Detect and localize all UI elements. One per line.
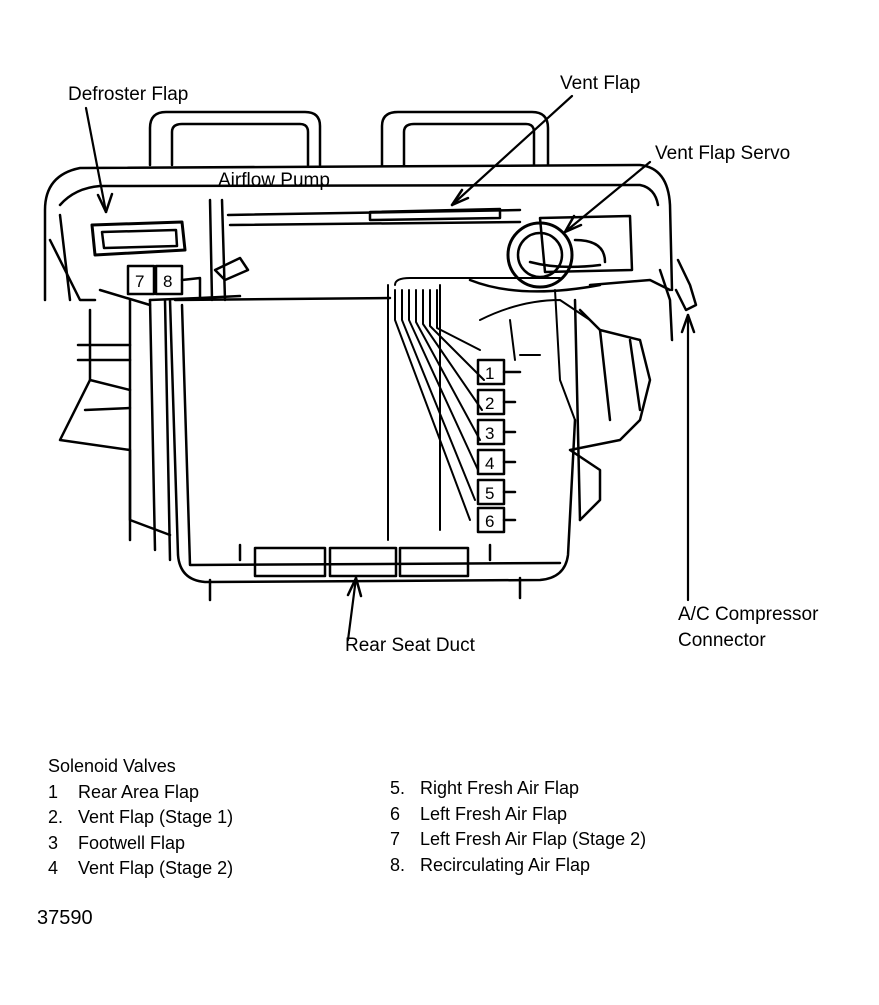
legend-item: 3 Footwell Flap: [48, 831, 233, 857]
ac-connector-shape: [674, 258, 698, 312]
valve-stack: [476, 358, 522, 534]
legend-item: 6 Left Fresh Air Flap: [390, 802, 646, 828]
legend-item-text: Rear Area Flap: [78, 781, 200, 802]
legend-item-number: 2.: [48, 807, 64, 827]
legend-item: 1 Rear Area Flap: [48, 780, 233, 806]
legend-item-text: Right Fresh Air Flap: [420, 778, 580, 798]
legend-left: Solenoid Valves 1 Rear Area Flap 2. Vent…: [48, 754, 233, 882]
label-rear-seat-duct: Rear Seat Duct: [345, 635, 475, 656]
valve-tag-5: 5: [485, 484, 494, 503]
label-ac-compressor: A/C Compressor Connector: [678, 604, 818, 652]
legend-item: 4 Vent Flap (Stage 2): [48, 856, 233, 882]
legend-item-text: Footwell Flap: [78, 832, 186, 853]
arrow-vent-flap: [450, 94, 574, 207]
lower-body: [168, 296, 577, 602]
arrow-defroster-flap: [84, 106, 108, 214]
legend-title: Solenoid Valves: [48, 756, 176, 776]
figure-number: 37590: [37, 907, 93, 929]
left-housing: [58, 288, 172, 562]
legend-item-number: 1: [48, 781, 59, 802]
legend-item-text: Vent Flap (Stage 1): [78, 807, 234, 827]
arrow-vent-flap-servo: [563, 160, 652, 234]
valve-pair-7-8: [126, 256, 250, 302]
label-vent-flap-servo: Vent Flap Servo: [655, 143, 791, 164]
legend-item: 7 Left Fresh Air Flap (Stage 2): [390, 827, 646, 853]
valve-tag-7: 7: [135, 272, 144, 291]
leader-arrows: [84, 94, 696, 642]
legend-right: 5. Right Fresh Air Flap 6 Left Fresh Air…: [390, 776, 646, 878]
valve-tag-2: 2: [485, 394, 494, 413]
label-vent-flap: Vent Flap: [560, 73, 641, 94]
label-ac-compressor-line2: Connector: [678, 630, 766, 651]
legend-item: 2. Vent Flap (Stage 1): [48, 805, 233, 831]
valve-tag-4: 4: [485, 454, 494, 473]
legend-item-number: 3: [48, 832, 59, 853]
legend-item-text: Left Fresh Air Flap (Stage 2): [420, 829, 647, 849]
valve-tag-8: 8: [163, 272, 172, 291]
arrow-rear-seat-duct: [346, 576, 358, 642]
legend-item: 8. Recirculating Air Flap: [390, 853, 646, 879]
label-ac-compressor-line1: A/C Compressor: [678, 604, 819, 625]
label-defroster-flap: Defroster Flap: [68, 84, 189, 105]
legend-item-text: Left Fresh Air Flap: [420, 803, 568, 824]
legend-item-number: 8.: [390, 854, 406, 875]
legend-item-text: Vent Flap (Stage 2): [78, 858, 234, 878]
vacuum-tubes: [387, 277, 591, 541]
valve-tag-6: 6: [485, 512, 494, 531]
valve-tag-3: 3: [485, 424, 494, 443]
legend-item: 5. Right Fresh Air Flap: [390, 776, 646, 802]
label-airflow-pump: Airflow Pump: [218, 170, 330, 191]
valve-tag-1: 1: [485, 364, 494, 383]
legend-item-number: 6: [390, 803, 401, 824]
defroster-flap-shape: [48, 198, 227, 302]
legend-item-number: 5.: [390, 778, 406, 798]
upper-housing: [43, 110, 674, 302]
valve-tags: 1 2 3 4 5 6 7 8: [135, 272, 494, 531]
legend-item-number: 4: [48, 858, 59, 878]
vent-flap-servo-shape: [468, 221, 672, 293]
legend-item-number: 7: [390, 829, 401, 849]
right-housing: [538, 214, 674, 522]
legend-item-text: Recirculating Air Flap: [420, 854, 591, 875]
